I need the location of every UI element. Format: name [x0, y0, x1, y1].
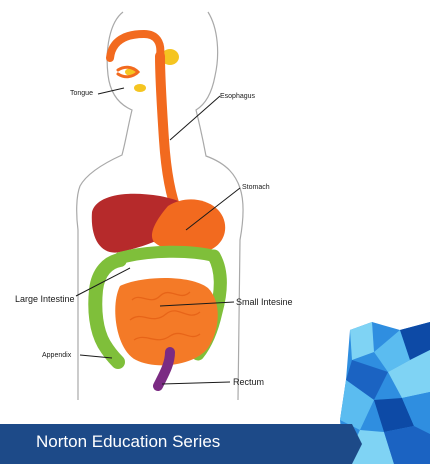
salivary-glands: [125, 49, 179, 92]
tongue-label: Tongue: [70, 90, 93, 97]
appendix-label: Appendix: [42, 352, 71, 359]
stomach-label: Stomach: [242, 184, 270, 191]
rectum-label: Rectum: [233, 378, 264, 387]
esophagus-label: Esophagus: [220, 93, 255, 100]
large-intestine-label: Large Intestine: [15, 295, 75, 304]
small-intestine-label: Small Intesine: [236, 298, 293, 307]
banner-title: Norton Education Series: [36, 433, 220, 452]
